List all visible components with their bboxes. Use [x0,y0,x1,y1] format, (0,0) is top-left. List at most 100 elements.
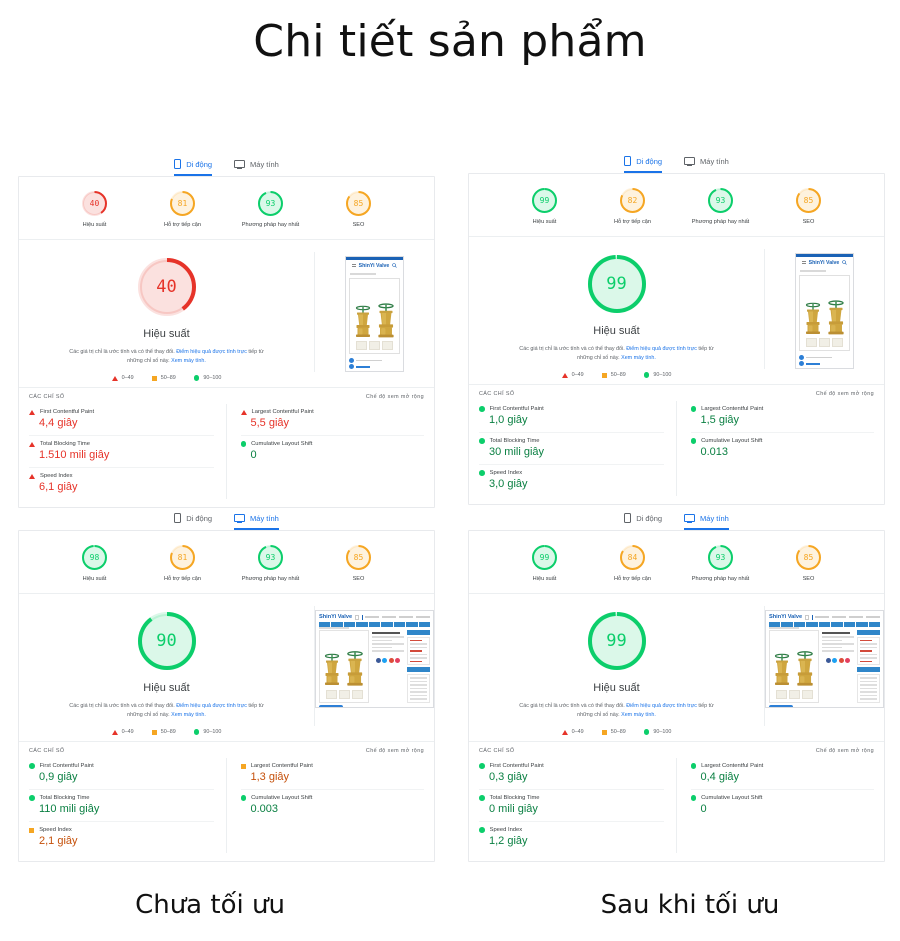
legend-label: 0–49 [571,729,584,736]
expanded-view-toggle[interactable]: Chế độ xem mở rộng [365,748,424,755]
tab-desktop[interactable]: Máy tính [684,157,729,173]
metric-label: Largest Contentful Paint [701,763,764,770]
device-tabs: Di động Máy tính [18,150,435,176]
performance-description: Các giá trị chỉ là ước tính và có thể th… [514,702,719,720]
score-pill-0[interactable]: 99 Hiệu suất [514,188,576,226]
view-calculator-link[interactable]: Xem máy tính. [621,712,656,719]
metric-label: Cumulative Layout Shift [701,438,763,445]
view-calculator-link[interactable]: Xem máy tính. [171,712,206,719]
metric-label: Total Blocking Time [40,441,90,448]
page-title: Chi tiết sản phẩm [253,16,647,67]
score-legend: 0–49 50–89 90–100 [33,729,300,735]
metric-value: 5,5 giây [250,417,290,430]
tab-desktop[interactable]: Máy tính [684,514,729,530]
view-calculator-link[interactable]: Xem máy tính. [171,358,206,365]
thumb-valve-images [802,278,847,336]
performance-hero: 99 Hiệu suất Các giá trị chỉ là ước tính… [469,237,884,384]
status-circle-icon [479,406,485,412]
tab-mobile[interactable]: Di động [174,513,212,530]
metric-row: Total Blocking Time 110 mili giây [29,790,214,823]
score-label: SEO [802,219,815,225]
score-pill-0[interactable]: 99 Hiệu suất [514,545,576,583]
metric-row: Cumulative Layout Shift 0.013 [690,433,875,464]
metric-label: Cumulative Layout Shift [701,795,763,802]
score-pill-3[interactable]: 85 SEO [328,545,390,583]
score-pill-1[interactable]: 82 Hỗ trợ tiếp cận [602,188,664,226]
score-pills-row: 40 Hiệu suất 81 Hỗ trợ tiếp cận 93 Phươn… [19,177,434,241]
metric-label: Largest Contentful Paint [701,406,764,413]
score-pill-1[interactable]: 81 Hỗ trợ tiếp cận [152,191,214,229]
tab-mobile[interactable]: Di động [174,159,213,176]
search-icon [842,260,848,266]
score-pill-3[interactable]: 85 SEO [778,188,840,226]
score-pill-0[interactable]: 40 Hiệu suất [64,191,126,229]
score-pill-1[interactable]: 81 Hỗ trợ tiếp cận [152,545,214,583]
menu-icon [801,261,806,265]
thumb-breadcrumb [769,627,880,629]
tab-mobile[interactable]: Di động [624,513,662,530]
score-pills-row: 99 Hiệu suất 84 Hỗ trợ tiếp cận 93 Phươn… [469,531,884,595]
legend-circle-icon [643,729,650,735]
score-label: SEO [352,576,365,582]
status-circle-icon [240,795,247,801]
score-calculator-link[interactable]: Điểm hiệu quả được tính trực [176,349,247,356]
metric-label: Total Blocking Time [489,795,540,802]
score-calculator-link[interactable]: Điểm hiệu quả được tính trực [626,346,697,353]
status-circle-icon [479,763,485,769]
tab-mobile-label: Di động [186,159,213,169]
score-label: Hiệu suất [82,222,107,228]
view-calculator-link[interactable]: Xem máy tính. [621,355,656,362]
thumb-search-input [805,614,809,620]
score-pill-0[interactable]: 98 Hiệu suất [64,545,126,583]
score-pill-2[interactable]: 93 Phương pháp hay nhất [240,545,302,583]
metric-value: 30 mili giây [489,446,545,459]
thumb-thumbnail-strip [802,336,847,348]
score-pill-1[interactable]: 84 Hỗ trợ tiếp cận [602,545,664,583]
metrics-grid: First Contentful Paint 4,4 giây Total Bl… [19,404,434,507]
status-square-icon [240,763,246,769]
score-value: 93 [715,196,726,205]
legend-circle-icon [643,372,650,378]
metric-row: Speed Index 2,1 giây [29,822,214,853]
metric-value: 1,5 giây [700,414,740,427]
legend-circle-icon [193,375,200,381]
tab-mobile[interactable]: Di động [624,156,663,173]
thumb-social-icons [372,657,404,663]
phone-icon [624,513,632,523]
expanded-view-toggle[interactable]: Chế độ xem mở rộng [815,748,874,755]
phone-icon [624,156,632,166]
score-ring: 99 [532,188,557,213]
score-pill-2[interactable]: 93 Phương pháp hay nhất [240,191,302,229]
score-label: Phương pháp hay nhất [691,219,750,225]
score-pill-3[interactable]: 85 SEO [328,191,390,229]
tab-desktop[interactable]: Máy tính [234,514,279,530]
performance-gauge: 90 [137,612,196,671]
expanded-view-toggle[interactable]: Chế độ xem mở rộng [815,391,874,398]
score-label: Phương pháp hay nhất [241,576,300,582]
score-pill-2[interactable]: 93 Phương pháp hay nhất [690,545,752,583]
metric-row: Speed Index 3,0 giây [479,465,664,496]
score-ring: 93 [708,188,733,213]
expanded-view-toggle[interactable]: Chế độ xem mở rộng [365,394,424,401]
metric-value: 0 mili giây [489,803,538,816]
site-thumbnail-desktop: ShinYi Valve [315,610,434,709]
score-ring: 85 [796,545,821,570]
performance-description: Các giá trị chỉ là ước tính và có thể th… [64,348,269,366]
thumb-navbar [769,622,880,628]
metric-row: Total Blocking Time 1.510 mili giây [29,436,214,469]
metrics-column-left: First Contentful Paint 0,3 giây Total Bl… [479,758,677,854]
legend-triangle-icon [111,729,118,735]
score-value: 93 [265,199,276,208]
score-pill-3[interactable]: 85 SEO [778,545,840,583]
score-value: 99 [539,553,550,562]
status-circle-icon [690,763,697,769]
score-calculator-link[interactable]: Điểm hiệu quả được tính trực [176,703,247,710]
tab-mobile-label: Di động [186,513,213,523]
metric-value: 0,3 giây [489,771,528,784]
metric-label: Speed Index [489,827,523,834]
score-calculator-link[interactable]: Điểm hiệu quả được tính trực [626,703,697,710]
tab-desktop[interactable]: Máy tính [234,160,279,176]
metric-row: Total Blocking Time 30 mili giây [479,433,664,466]
score-pill-2[interactable]: 93 Phương pháp hay nhất [690,188,752,226]
